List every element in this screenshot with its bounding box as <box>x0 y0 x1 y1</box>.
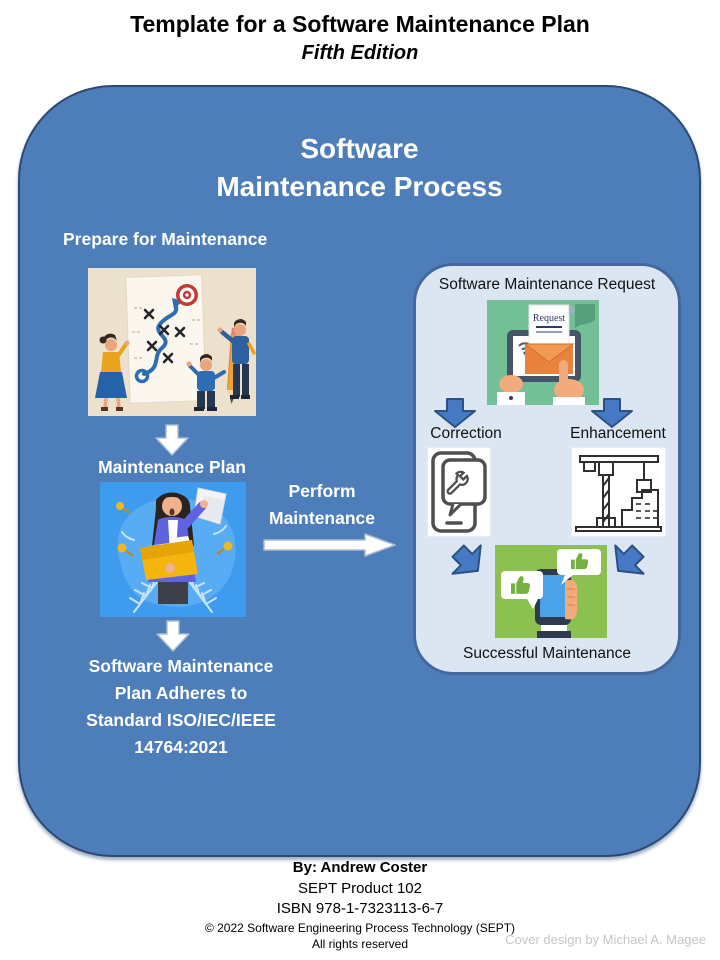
rights-line: All rights reserved <box>311 937 409 951</box>
author-line: By: Andrew Coster <box>292 859 428 876</box>
page-subtitle: Fifth Edition <box>301 42 419 64</box>
product-line: SEPT Product 102 <box>298 880 422 897</box>
software-maintenance-request-label: Software Maintenance Request <box>438 276 656 293</box>
down-arrow-icon <box>434 398 476 428</box>
page-title: Template for a Software Maintenance Plan <box>130 11 590 37</box>
isbn-line: ISBN 978-1-7323113-6-7 <box>276 900 444 917</box>
request-tablet-illustration: Request <box>487 300 599 405</box>
right-arrow-icon <box>263 533 396 557</box>
down-arrow-icon <box>155 424 189 456</box>
cover-credit: Cover design by Michael A. Magee <box>505 932 706 947</box>
down-arrow-icon <box>156 620 190 652</box>
construction-crane-icon <box>572 448 665 536</box>
down-arrow-icon <box>591 398 633 428</box>
diagonal-arrow-icon <box>614 544 645 575</box>
maintenance-plan-label: Maintenance Plan <box>98 457 246 477</box>
successful-maintenance-label: Successful Maintenance <box>462 645 631 662</box>
perform-maintenance-label: Perform Maintenance <box>269 481 375 529</box>
enhancement-label: Enhancement <box>570 425 666 442</box>
maintenance-request-panel: Software Maintenance Request Request <box>413 263 681 675</box>
thumbs-up-phone-illustration <box>495 545 607 638</box>
maintenance-plan-illustration <box>100 482 246 617</box>
diagonal-arrow-icon <box>451 544 482 575</box>
copyright-line: © 2022 Software Engineering Process Tech… <box>204 921 516 935</box>
process-diagram-box: Software Maintenance Process Prepare for… <box>18 85 701 857</box>
phone-wrench-icon <box>428 448 490 536</box>
correction-label: Correction <box>430 425 502 442</box>
prepare-for-maintenance-label: Prepare for Maintenance <box>63 229 268 249</box>
request-doc-label: Request <box>533 313 565 324</box>
standard-note: Software Maintenance Plan Adheres to Sta… <box>86 656 276 758</box>
strategy-planning-illustration <box>88 268 256 416</box>
diagram-heading: Software Maintenance Process <box>216 133 503 202</box>
